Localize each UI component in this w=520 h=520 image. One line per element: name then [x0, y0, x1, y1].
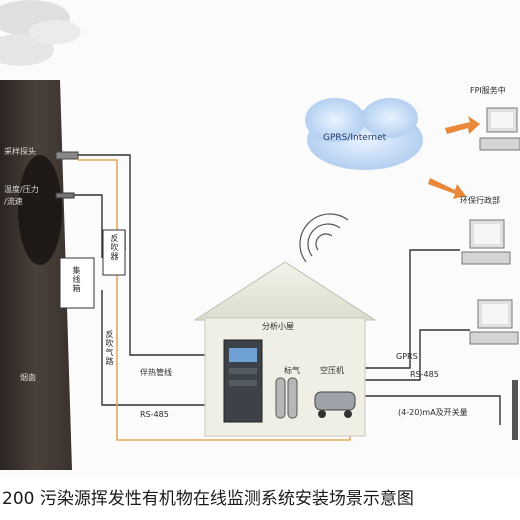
label-rs485-left: RS-485: [140, 410, 169, 419]
label-flue-gas: 烟囱: [20, 373, 36, 382]
device-edge: [512, 380, 518, 440]
workstation-computer: [461, 219, 511, 265]
signal-lines: [74, 154, 501, 425]
label-standard-gas: 标气: [284, 366, 300, 375]
label-heated-line: 伴热管线: [140, 368, 172, 377]
label-rs485-right: RS-485: [410, 370, 439, 379]
label-flow-speed: /流速: [4, 197, 23, 206]
label-sampling-probe: 采样探头: [4, 147, 36, 156]
air-compressor: [314, 391, 356, 411]
temp-sensor: [55, 192, 75, 199]
label-portable-terminal: 环保行政部: [460, 196, 500, 205]
label-air-compressor: 空压机: [320, 366, 344, 375]
cloud-icon: [305, 98, 423, 170]
sampling-probe: [55, 151, 79, 160]
label-analysis-house: 分析小屋: [262, 322, 294, 331]
label-gprs-small: GPRS: [396, 352, 418, 361]
wireless-signal-icon: [299, 213, 349, 263]
label-backflush-gas-line: 反吹气路: [105, 330, 114, 366]
arrow-icon: [445, 116, 480, 134]
label-backflush: 反吹器: [110, 234, 119, 261]
monitor-computer: [469, 299, 519, 345]
server-computer: [479, 107, 520, 151]
label-junction-box: 集线箱: [72, 266, 81, 293]
gas-cylinder: [275, 377, 286, 419]
label-analog-output: (4-20)mA及开关量: [398, 408, 468, 417]
arrow-icon: [428, 178, 466, 199]
caption-text: 200 污染源挥发性有机物在线监测系统安装场景示意图: [2, 489, 414, 509]
label-fpi-server: FPI服务中: [470, 86, 506, 95]
smoke-plume: [0, 0, 81, 66]
gas-cylinder: [287, 377, 298, 419]
caption-bar: 200 污染源挥发性有机物在线监测系统安装场景示意图: [0, 478, 520, 520]
label-gprs-internet: GPRS/Internet: [323, 133, 387, 143]
label-temp-pressure: 温度/压力: [4, 185, 39, 194]
junction-box: [59, 257, 95, 309]
backflush-box: [102, 229, 126, 276]
